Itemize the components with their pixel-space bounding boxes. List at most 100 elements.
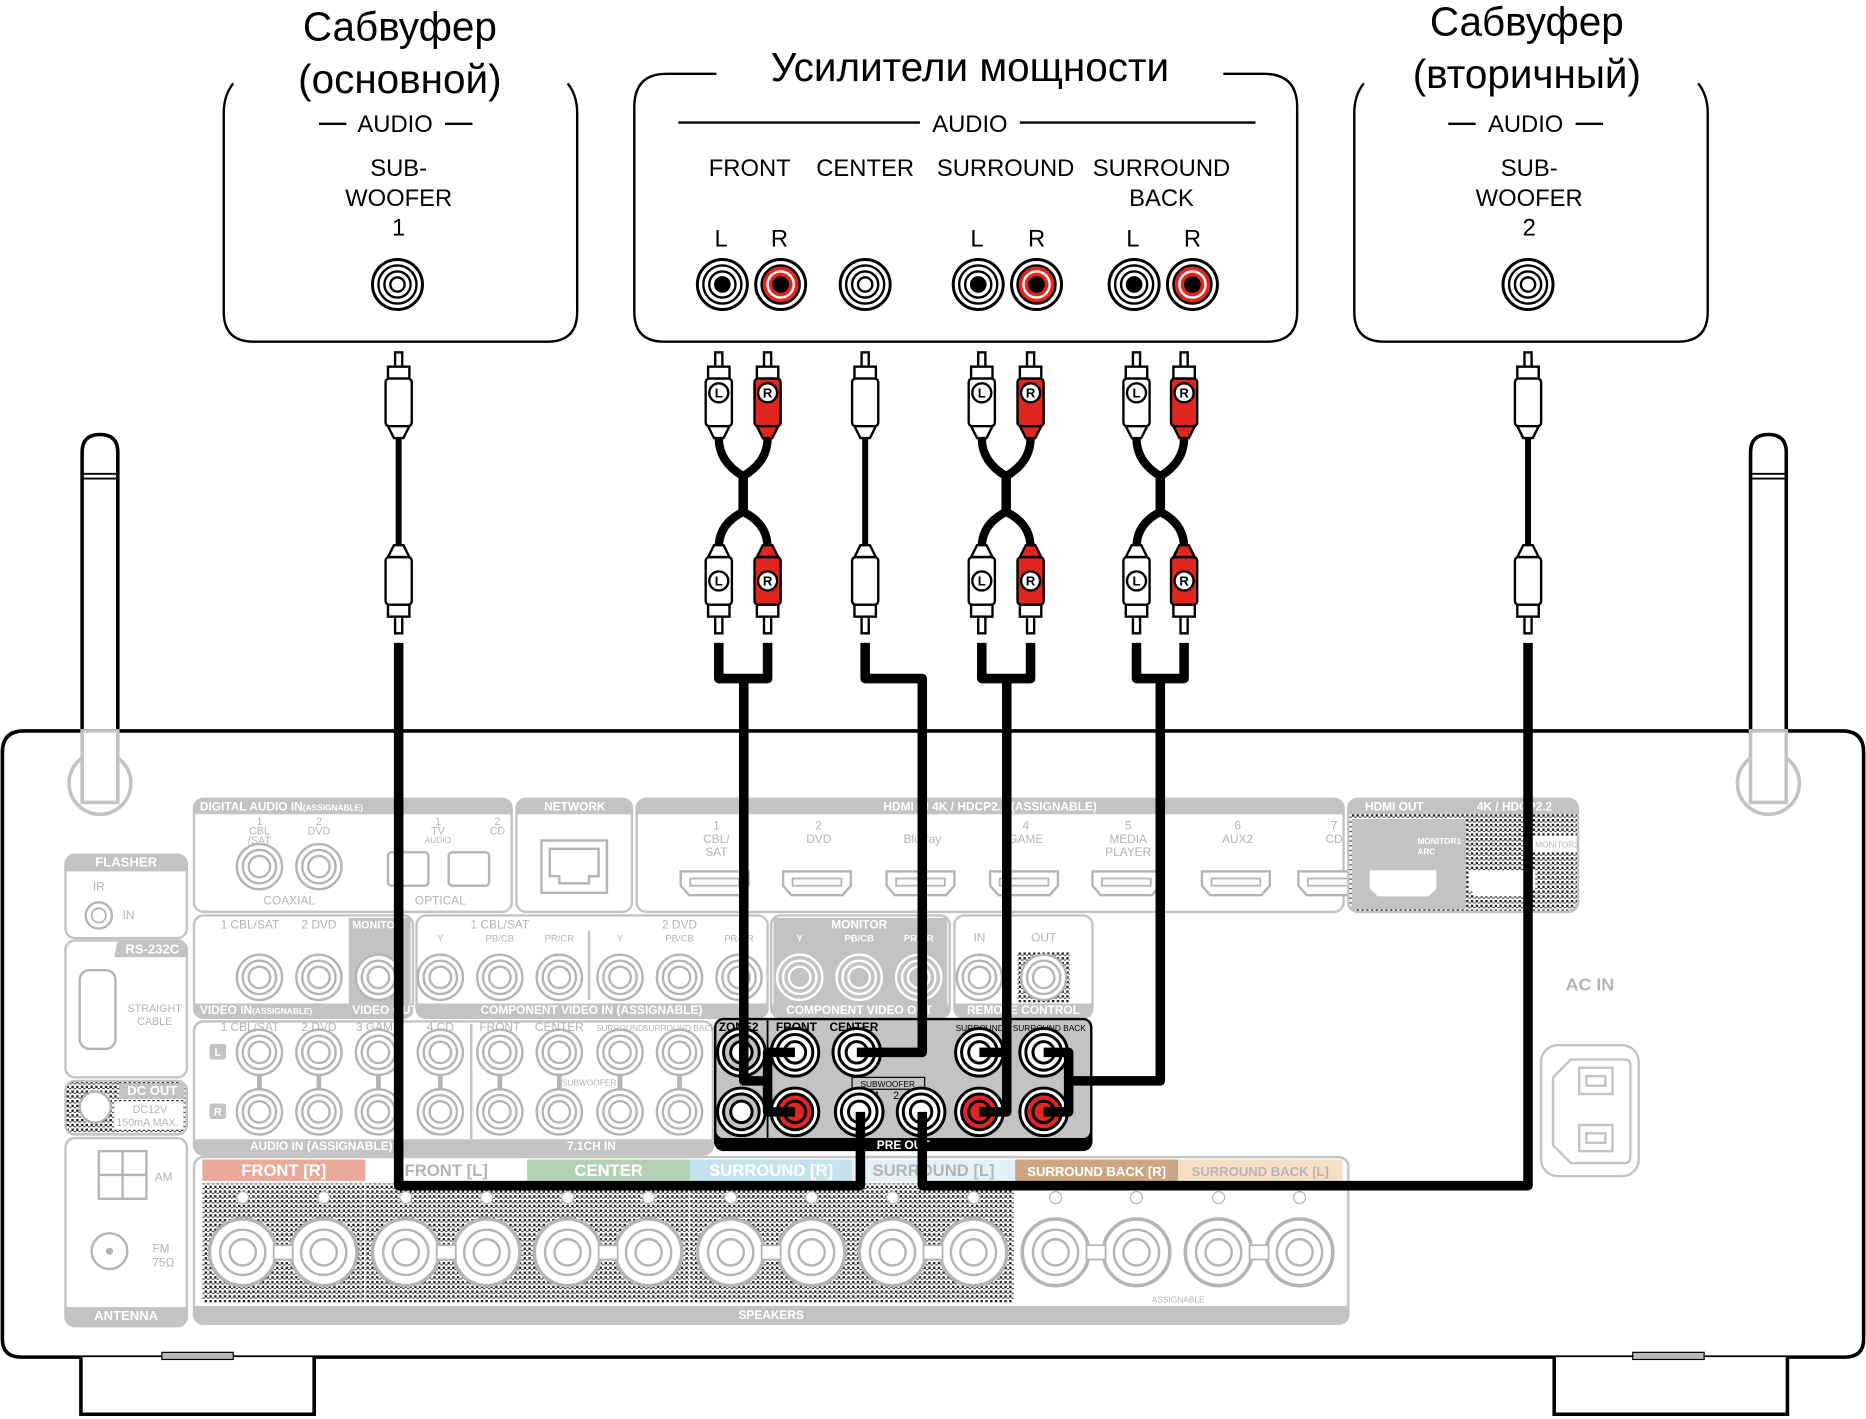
amps-surround-l: L bbox=[970, 225, 983, 252]
assignable-label: ASSIGNABLE bbox=[1152, 1294, 1205, 1304]
speaker-terminal-3-minus[interactable] bbox=[613, 1191, 684, 1288]
hdmi-out-title: HDMI OUT bbox=[1365, 800, 1425, 814]
antenna-right[interactable] bbox=[1748, 432, 1789, 805]
remote-out-jack[interactable] bbox=[1019, 953, 1068, 1002]
sub2-input-jack[interactable] bbox=[1501, 258, 1555, 312]
speaker-terminal-2-minus[interactable] bbox=[451, 1191, 522, 1288]
audio-in-jack-6-r[interactable] bbox=[535, 1088, 584, 1136]
audio-in-jack-5-l[interactable] bbox=[476, 1028, 524, 1077]
audio-in-jack-4-l[interactable] bbox=[416, 1028, 465, 1077]
speaker-terminal-7-plus[interactable] bbox=[1183, 1191, 1254, 1288]
ac-in-label: AC IN bbox=[1566, 974, 1615, 994]
pre-out-sback-r-jack[interactable] bbox=[1018, 1086, 1069, 1138]
svg-text:PR/CR: PR/CR bbox=[545, 934, 575, 945]
video-in-1-jack[interactable] bbox=[235, 953, 284, 1002]
speaker-terminal-6-plus[interactable] bbox=[1020, 1191, 1091, 1288]
sub2-section: AUDIO bbox=[1488, 111, 1563, 138]
hdmi-in-4-label: GAME bbox=[1008, 832, 1043, 846]
antenna-left[interactable] bbox=[80, 432, 120, 805]
optical-2-port[interactable] bbox=[447, 851, 491, 887]
speaker-terminal-2-plus[interactable] bbox=[370, 1191, 441, 1288]
speaker-bridge bbox=[435, 1244, 457, 1261]
amp-surround-l-jack[interactable] bbox=[951, 258, 1005, 312]
svg-text:SUBWOOFER: SUBWOOFER bbox=[562, 1078, 617, 1088]
svg-text:3 GAME: 3 GAME bbox=[356, 1020, 401, 1034]
hdmi-in-6-port[interactable] bbox=[1200, 870, 1271, 897]
coaxial-2-jack[interactable] bbox=[295, 842, 343, 891]
amp-front-r-jack[interactable] bbox=[754, 258, 808, 312]
component-out-y-jack[interactable] bbox=[775, 953, 824, 1002]
audio-in-jack-2-r[interactable] bbox=[295, 1088, 343, 1136]
speaker-terminal-4-plus[interactable] bbox=[695, 1191, 766, 1288]
amp-surround-r-jack[interactable] bbox=[1010, 258, 1064, 312]
pre-out-surround-r-jack[interactable] bbox=[954, 1086, 1005, 1138]
audio-in-jack-6-l[interactable] bbox=[535, 1028, 584, 1077]
surround-back-cable bbox=[1043, 642, 1189, 1117]
sub1-input-jack[interactable] bbox=[370, 258, 424, 312]
pre-out-sback-l-jack[interactable] bbox=[1018, 1027, 1069, 1078]
stereo-cable-split bbox=[1132, 437, 1189, 482]
component-in-1-pb-jack[interactable] bbox=[476, 953, 524, 1002]
hdmi-in-1-port[interactable] bbox=[679, 870, 750, 897]
audio-in-jack-7-l[interactable] bbox=[596, 1028, 644, 1077]
hdmi-in-5-port[interactable] bbox=[1091, 870, 1162, 897]
speaker-terminal-1-minus[interactable] bbox=[288, 1191, 359, 1288]
hdmi-out-monitor1-port[interactable] bbox=[1369, 870, 1437, 897]
audio-in-jack-8-r[interactable] bbox=[655, 1088, 704, 1136]
speaker-terminal-5-plus[interactable] bbox=[857, 1191, 928, 1288]
audio-in-jack-7-r[interactable] bbox=[596, 1088, 644, 1136]
pre-out-sub2-jack[interactable] bbox=[895, 1086, 947, 1138]
hdmi-in-2-port[interactable] bbox=[781, 870, 853, 897]
ac-in-socket[interactable] bbox=[1539, 1044, 1640, 1178]
audio-in-jack-1-l[interactable] bbox=[235, 1028, 284, 1077]
plug-label: R bbox=[1179, 386, 1189, 401]
amp-sback-r-jack[interactable] bbox=[1165, 258, 1219, 312]
rs232c-port[interactable] bbox=[78, 969, 117, 1050]
foot-right bbox=[1552, 1357, 1790, 1417]
video-in-2-jack[interactable] bbox=[295, 953, 343, 1002]
amp-front-l-jack[interactable] bbox=[695, 258, 749, 312]
dc-out-jack[interactable] bbox=[78, 1090, 112, 1124]
component-in-1-pr-jack[interactable] bbox=[535, 953, 584, 1002]
speaker-bridge bbox=[597, 1244, 619, 1261]
plug-label: R bbox=[1026, 386, 1036, 401]
optical-label: OPTICAL bbox=[415, 894, 466, 908]
svg-text:MONITOR: MONITOR bbox=[831, 918, 887, 932]
flasher-title: FLASHER bbox=[95, 855, 157, 870]
audio-in-jack-8-l[interactable] bbox=[655, 1028, 704, 1077]
component-out-pb-jack[interactable] bbox=[835, 953, 884, 1002]
audio-in-jack-4-r[interactable] bbox=[416, 1088, 465, 1136]
audio-in-jack-3-l[interactable] bbox=[354, 1028, 403, 1077]
sub1-section: AUDIO bbox=[357, 111, 432, 138]
plug-label: L bbox=[1132, 574, 1140, 589]
amp-sback-l-jack[interactable] bbox=[1107, 258, 1161, 312]
rca-plug bbox=[850, 351, 880, 440]
hdmi-in-6-label: 6 bbox=[1234, 819, 1241, 833]
speaker-terminal-3-plus[interactable] bbox=[532, 1191, 603, 1288]
hdmi-in-4-port[interactable] bbox=[988, 870, 1060, 897]
audio-in-jack-2-l[interactable] bbox=[295, 1028, 343, 1077]
speaker-terminal-7-minus[interactable] bbox=[1264, 1191, 1335, 1288]
amp-center-jack[interactable] bbox=[838, 258, 892, 312]
pre-out-title: PRE OUT bbox=[877, 1138, 931, 1152]
component-in-1-y-jack[interactable] bbox=[416, 953, 465, 1002]
rca-plug bbox=[1513, 351, 1543, 440]
svg-text:CENTER: CENTER bbox=[535, 1020, 584, 1034]
plug-label: L bbox=[1132, 386, 1140, 401]
rca-plug-white: L bbox=[704, 351, 734, 440]
av-receiver: FLASHER IR IN RS-232C STRAIGHT CABLE DC … bbox=[0, 729, 1866, 1417]
zone2-r-jack[interactable] bbox=[716, 1086, 767, 1138]
remote-in-jack[interactable] bbox=[955, 953, 1004, 1002]
component-in-2-pb-jack[interactable] bbox=[655, 953, 704, 1002]
hdmi-out-panel: HDMI OUT 4K / HDCP2.2 MONITOR1 ARC MONIT… bbox=[1347, 797, 1579, 914]
amps-title: Усилители мощности bbox=[771, 44, 1169, 90]
speaker-terminal-1-plus[interactable] bbox=[207, 1191, 278, 1288]
audio-in-jack-5-r[interactable] bbox=[476, 1088, 524, 1136]
component-in-title: COMPONENT VIDEO IN (ASSIGNABLE) bbox=[480, 1003, 702, 1017]
hdmi-in-title: HDMI IN 4K / HDCP2.2 (ASSIGNABLE) bbox=[883, 800, 1096, 814]
speaker-terminal-6-minus[interactable] bbox=[1101, 1191, 1172, 1288]
audio-in-jack-1-r[interactable] bbox=[235, 1088, 284, 1136]
speaker-terminal-5-minus[interactable] bbox=[938, 1191, 1009, 1288]
component-in-2-y-jack[interactable] bbox=[596, 953, 644, 1002]
coaxial-1-jack[interactable] bbox=[235, 842, 284, 891]
